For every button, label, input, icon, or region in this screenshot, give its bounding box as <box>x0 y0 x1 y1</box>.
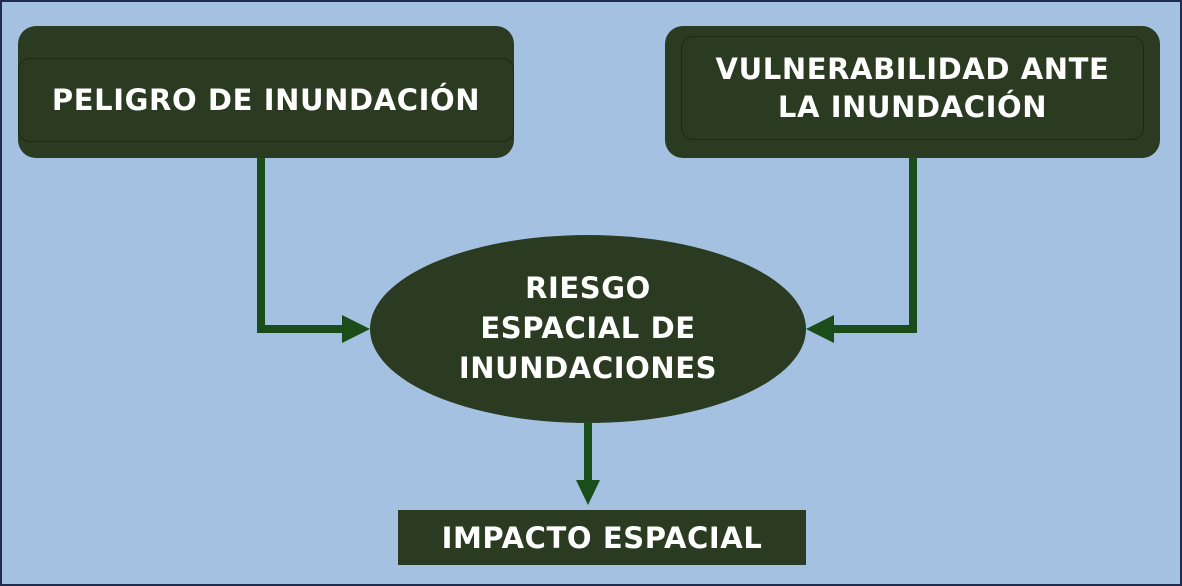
hazard-node-label: PELIGRO DE INUNDACIÓN <box>51 83 481 117</box>
hazard-node-inner: PELIGRO DE INUNDACIÓN <box>18 58 514 142</box>
vulnerability-node: VULNERABILIDAD ANTE LA INUNDACIÓN <box>665 26 1160 158</box>
vulnerability-node-label: VULNERABILIDAD ANTE LA INUNDACIÓN <box>715 52 1110 124</box>
impact-node: IMPACTO ESPACIAL <box>398 510 806 565</box>
risk-ellipse <box>370 235 806 423</box>
arrow-vulnerability-to-risk <box>832 152 917 333</box>
impact-node-label: IMPACTO ESPACIAL <box>441 520 763 555</box>
arrowhead-hazard-to-risk <box>342 315 370 343</box>
hazard-node: PELIGRO DE INUNDACIÓN <box>18 26 514 158</box>
arrow-hazard-to-risk <box>257 152 344 333</box>
vulnerability-node-inner: VULNERABILIDAD ANTE LA INUNDACIÓN <box>681 36 1144 140</box>
risk-node-label: RIESGO ESPACIAL DE INUNDACIONES <box>458 271 718 385</box>
arrowhead-risk-to-impact <box>576 480 600 505</box>
arrowhead-vulnerability-to-risk <box>806 315 834 343</box>
